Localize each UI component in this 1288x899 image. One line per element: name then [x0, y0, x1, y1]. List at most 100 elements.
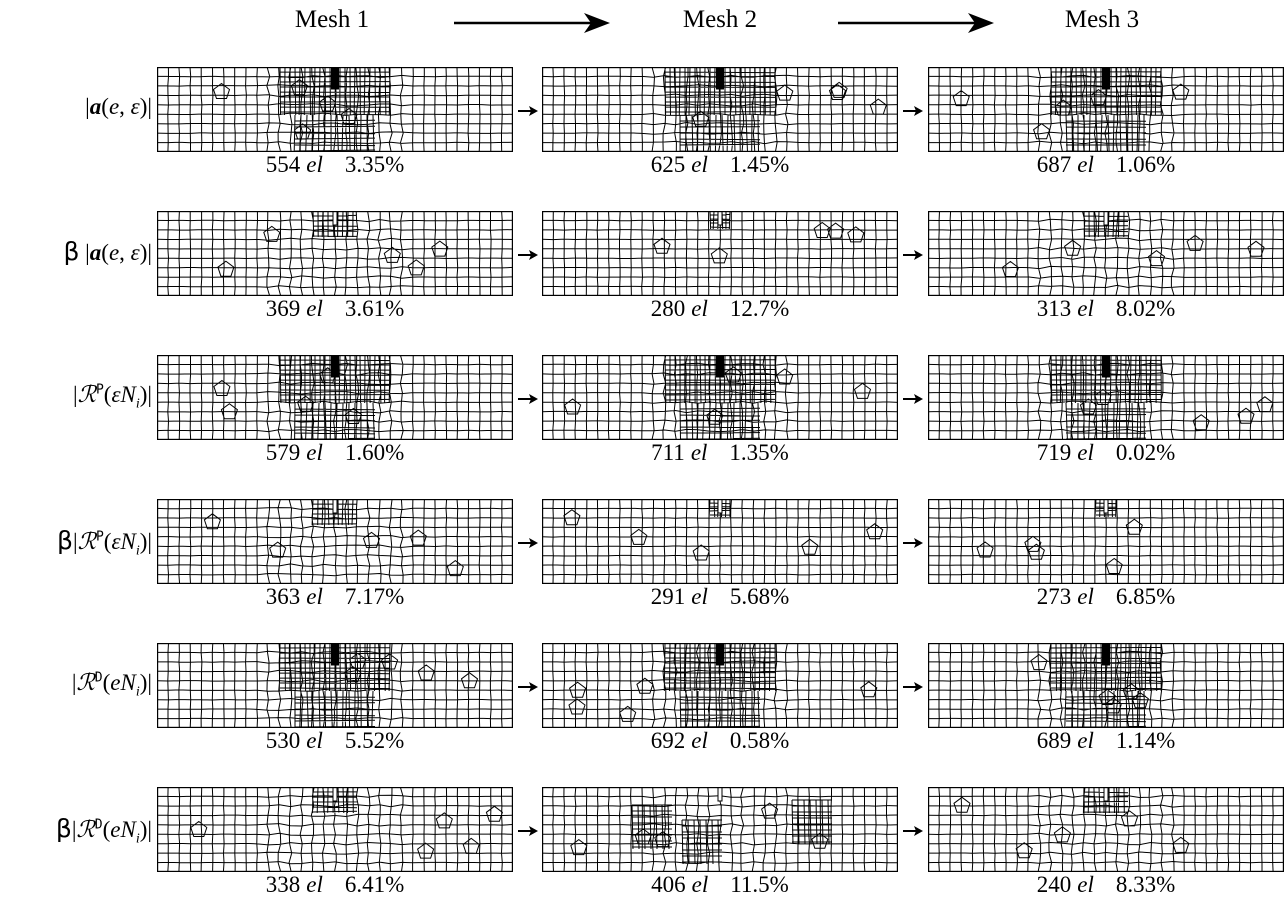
error-percent: 1.14% — [1115, 728, 1176, 753]
element-unit: el — [306, 440, 323, 465]
notch-slot — [332, 211, 338, 226]
mesh-panel-r3-c2 — [542, 355, 898, 440]
refine-arrow — [903, 826, 923, 836]
element-count: 406 — [651, 872, 686, 897]
error-percent: 8.33% — [1115, 872, 1176, 897]
notch-slot — [1102, 643, 1110, 666]
mesh-panel-r1-c2 — [542, 67, 898, 152]
error-percent: 5.52% — [344, 728, 405, 753]
row-label-beta-abs-a: β |a(e, ε)| — [63, 237, 152, 266]
element-count: 554 — [265, 152, 301, 177]
error-percent: 1.35% — [729, 440, 789, 465]
mesh-panel-r2-c2 — [542, 211, 898, 296]
mesh-drawing — [157, 355, 513, 440]
mesh-panel-r1-c3 — [928, 67, 1284, 152]
error-percent: 1.45% — [729, 152, 790, 177]
row-label-abs-a: |a(e, ε)| — [85, 94, 152, 119]
element-count: 291 — [650, 584, 686, 609]
error-percent: 0.58% — [729, 728, 790, 753]
header-mesh-3: Mesh 3 — [1064, 6, 1140, 33]
element-count: 579 — [265, 440, 301, 465]
mesh-lines — [928, 787, 1284, 872]
element-unit: el — [691, 152, 708, 177]
mesh-drawing — [928, 211, 1284, 296]
mesh-drawing — [928, 67, 1284, 152]
notch-slot — [716, 67, 724, 90]
mesh-drawing — [157, 499, 513, 584]
element-count: 273 — [1036, 584, 1072, 609]
mesh-border — [928, 355, 1284, 440]
mesh-panel-r6-c3 — [928, 787, 1284, 872]
notch-slot — [717, 499, 723, 514]
mesh-border — [542, 787, 898, 872]
mesh-border — [157, 787, 513, 872]
mesh-panel-r3-c1 — [157, 355, 513, 440]
element-count: 313 — [1036, 296, 1072, 321]
refine-arrow — [903, 250, 923, 260]
mesh-border — [157, 643, 513, 728]
notch-slot — [331, 643, 339, 666]
refine-arrow — [903, 682, 923, 692]
element-unit: el — [1077, 872, 1094, 897]
mesh-border — [928, 211, 1284, 296]
mesh-drawing — [542, 211, 898, 296]
row-label-beta-abs-rp: β|ℛP(εNi)| — [57, 526, 152, 559]
error-percent: 5.68% — [729, 584, 790, 609]
notch-slot — [1103, 211, 1109, 226]
notch-slot — [331, 67, 339, 90]
mesh-border — [928, 499, 1284, 584]
element-unit: el — [691, 584, 708, 609]
element-unit: el — [1077, 440, 1094, 465]
element-unit: el — [306, 728, 323, 753]
mesh-panel-r2-c3 — [928, 211, 1284, 296]
mesh-panel-r4-c1 — [157, 499, 513, 584]
mesh-drawing — [928, 787, 1284, 872]
mesh-panel-r1-c1 — [157, 67, 513, 152]
mesh-lines — [157, 211, 513, 296]
mesh-lines — [542, 787, 898, 872]
refine-arrow — [518, 394, 538, 404]
mesh-border — [157, 355, 513, 440]
refine-arrow — [903, 538, 923, 548]
mesh-border — [157, 67, 513, 152]
error-percent: 3.35% — [344, 152, 405, 177]
mesh-panel-r4-c2 — [542, 499, 898, 584]
element-count: 530 — [265, 728, 301, 753]
notch-slot — [1102, 67, 1110, 90]
mesh-panel-r6-c1 — [157, 787, 513, 872]
mesh-border — [928, 67, 1284, 152]
element-count: 240 — [1036, 872, 1072, 897]
mesh-drawing — [542, 787, 898, 872]
element-count: 363 — [265, 584, 301, 609]
mesh-panel-r5-c2 — [542, 643, 898, 728]
mesh-drawing — [542, 67, 898, 152]
mesh-drawing — [542, 355, 898, 440]
mesh-drawing — [928, 643, 1284, 728]
error-percent: 8.02% — [1115, 296, 1176, 321]
header-arrow-2-to-3 — [838, 13, 994, 33]
error-percent: 3.61% — [344, 296, 405, 321]
element-unit: el — [1077, 584, 1094, 609]
error-percent: 7.17% — [344, 584, 405, 609]
mesh-drawing — [157, 643, 513, 728]
mesh-drawing — [928, 499, 1284, 584]
mesh-border — [928, 787, 1284, 872]
element-unit: el — [1077, 296, 1094, 321]
mesh-drawing — [542, 643, 898, 728]
element-unit: el — [306, 872, 323, 897]
